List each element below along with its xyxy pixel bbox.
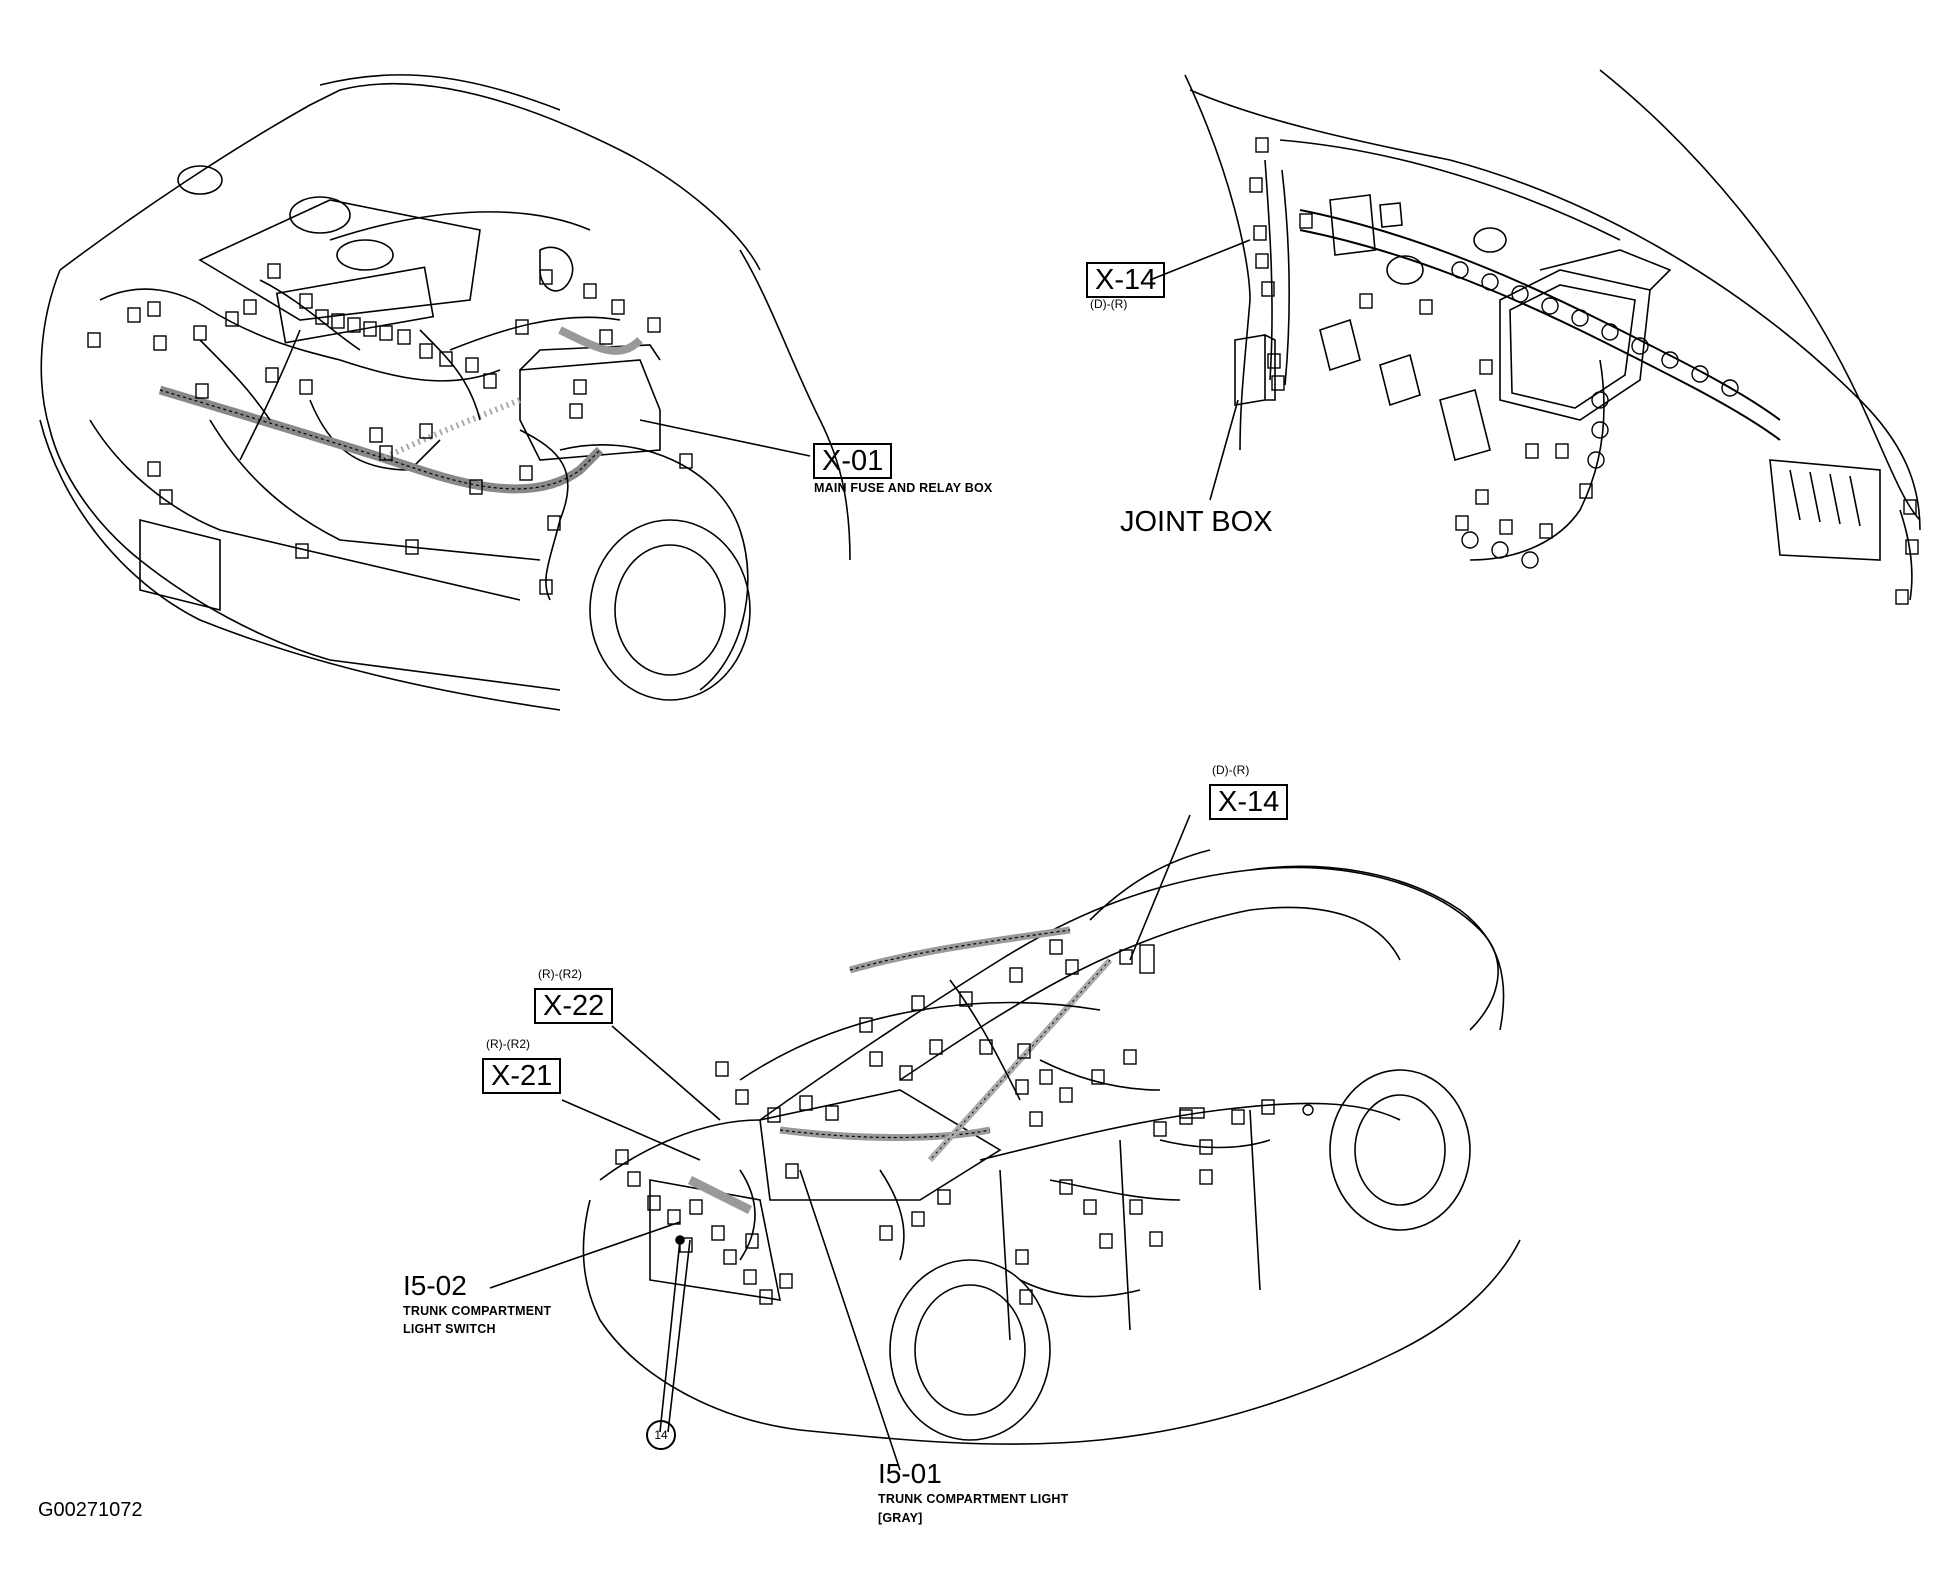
leader-ground-1 (659, 1239, 681, 1433)
leader-ground-2 (667, 1239, 691, 1433)
leader-i501 (799, 1169, 901, 1471)
engine-connectors (87, 263, 693, 595)
x22-variant-label: (R)-(R2) (538, 967, 582, 981)
i501-name-label: TRUNK COMPARTMENT LIGHT (878, 1492, 1069, 1506)
rear-body-illustration (489, 814, 1521, 1471)
i501-color-label: [GRAY] (878, 1511, 923, 1525)
leader-x21 (561, 1099, 701, 1161)
x01-code-label: X-01 (813, 443, 893, 479)
leader-x14-body (1129, 814, 1191, 961)
body-x14-variant-label: (D)-(R) (1212, 763, 1250, 777)
joint-box-label: JOINT BOX (1120, 506, 1273, 538)
figure-id-label: G00271072 (38, 1499, 143, 1521)
ground-point-ref: 14 (646, 1420, 676, 1450)
dashboard-illustration (1149, 69, 1921, 605)
engine-bay-illustration (39, 74, 851, 711)
dash-connectors (1249, 137, 1919, 605)
leader-x22 (611, 1025, 721, 1121)
dash-x14-code-label: X-14 (1086, 262, 1166, 298)
body-x14-code-label: X-14 (1209, 784, 1289, 820)
i502-code-label: I5-02 (403, 1270, 467, 1301)
x21-variant-label: (R)-(R2) (486, 1037, 530, 1051)
x01-name-label: MAIN FUSE AND RELAY BOX (814, 481, 993, 495)
i502-name-line1: TRUNK COMPARTMENT (403, 1304, 552, 1318)
i501-code-label: I5-01 (878, 1458, 942, 1489)
dash-x14-variant-label: (D)-(R) (1090, 297, 1128, 311)
leader-i502 (489, 1221, 681, 1289)
x21-code-label: X-21 (482, 1058, 562, 1094)
x22-code-label: X-22 (534, 988, 614, 1024)
i502-name-line2: LIGHT SWITCH (403, 1322, 496, 1336)
body-connectors (615, 939, 1275, 1305)
